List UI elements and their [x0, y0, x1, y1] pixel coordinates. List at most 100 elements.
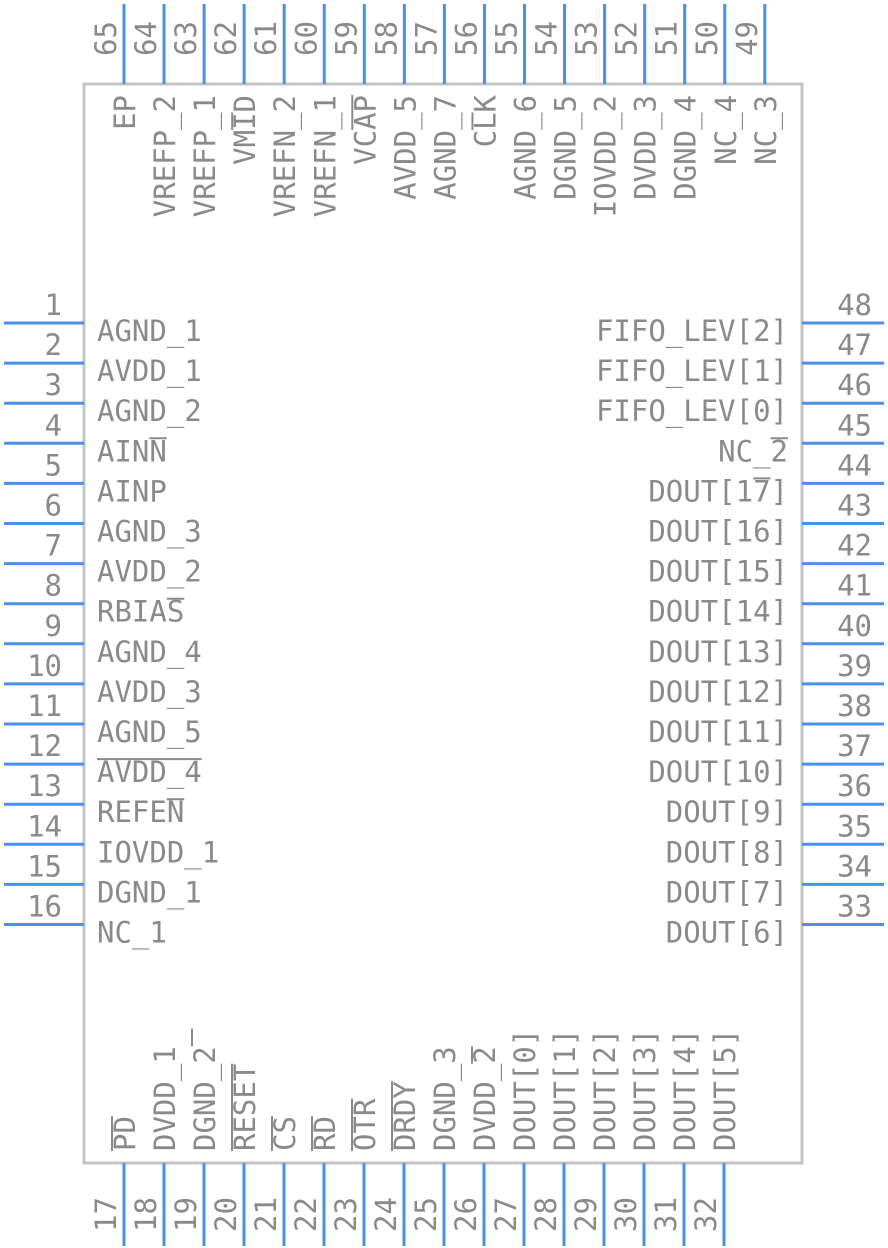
pin-number: 8 — [45, 569, 62, 603]
pin-number: 35 — [837, 809, 872, 843]
pin-label-dout-9: DOUT[9] — [666, 795, 788, 829]
pin-label-fifo-lev-0: FIFO_LEV[0] — [596, 394, 788, 429]
pin-number: 43 — [837, 489, 872, 523]
pin-label-vcap: VCAP — [348, 95, 382, 165]
pin-number: 60 — [289, 21, 323, 56]
pin-label-vrefp-2: VREFP_2 — [148, 95, 183, 217]
pin-label-fifo-lev-1: FIFO_LEV[1] — [596, 354, 788, 389]
pin-label-rd: RD — [308, 1116, 342, 1151]
ic-body — [82, 82, 804, 1165]
pin-number: 56 — [449, 21, 483, 56]
pin-number: 24 — [369, 1197, 403, 1232]
pin-number: 13 — [27, 769, 62, 803]
pin-number: 47 — [837, 328, 872, 362]
pin-label-dgnd-3: DGND_3 — [428, 1046, 463, 1151]
pin-label-dvdd-3: DVDD_3 — [629, 95, 664, 200]
pin-label-avdd-5: AVDD_5 — [388, 95, 423, 200]
pin-label-nc-4: NC_4 — [709, 95, 744, 165]
pin-label-dout-1: DOUT[1] — [548, 1029, 582, 1151]
pin-number: 5 — [45, 448, 62, 482]
pin-label-dvdd-1: DVDD_1 — [148, 1046, 183, 1151]
pin-number: 14 — [27, 809, 62, 843]
pin-label-agnd-5: AGND_5 — [97, 715, 202, 750]
pin-label-nc-1: NC_1 — [97, 916, 167, 951]
pin-label-agnd-7: AGND_7 — [428, 95, 463, 200]
pin-number: 11 — [27, 689, 62, 723]
pin-number: 2 — [45, 328, 62, 362]
pin-number: 31 — [649, 1197, 683, 1232]
pin-label-dvdd-2: DVDD_2 — [468, 1046, 503, 1151]
pin-label-dout-2: DOUT[2] — [588, 1029, 622, 1151]
pin-label-otr: OTR — [348, 1098, 382, 1151]
pin-number: 32 — [689, 1197, 723, 1232]
pin-number: 25 — [409, 1197, 443, 1232]
pin-number: 16 — [27, 890, 62, 924]
pin-label-vrefp-1: VREFP_1 — [188, 95, 223, 217]
pin-label-nc-2: NC_2 — [718, 434, 788, 469]
pin-number: 34 — [837, 849, 872, 883]
pin-label-dgnd-4: DGND_4 — [669, 95, 704, 200]
pin-label-dout-15: DOUT[15] — [648, 555, 788, 589]
pin-label-dgnd-2: DGND_2 — [188, 1046, 223, 1151]
pin-label-dout-5: DOUT[5] — [708, 1029, 742, 1151]
pin-label-dout-0: DOUT[0] — [508, 1029, 542, 1151]
pin-number: 33 — [837, 890, 872, 924]
pins-group: 1AGND_12AVDD_13AGND_24AINN5AINP6AGND_37A… — [4, 4, 884, 1246]
pin-label-dgnd-1: DGND_1 — [97, 875, 202, 910]
pin-label-dout-10: DOUT[10] — [648, 755, 788, 789]
pin-number: 57 — [409, 21, 443, 56]
pin-label-pd: PD — [108, 1116, 142, 1151]
pin-label-dout-17: DOUT[17] — [648, 474, 788, 508]
pin-label-agnd-2: AGND_2 — [97, 394, 202, 429]
pin-number: 3 — [45, 368, 62, 402]
pin-label-reset: RESET — [228, 1064, 262, 1151]
pin-number: 6 — [45, 489, 62, 523]
pin-number: 41 — [837, 569, 872, 603]
pin-number: 64 — [129, 21, 163, 56]
pin-label-ainn: AINN — [97, 434, 167, 468]
pin-label-agnd-6: AGND_6 — [509, 95, 544, 200]
pin-label-ep: EP — [108, 95, 142, 130]
pin-label-dout-3: DOUT[3] — [628, 1029, 662, 1151]
pin-number: 65 — [89, 21, 123, 56]
pin-label-dgnd-5: DGND_5 — [549, 95, 584, 200]
pin-number: 15 — [27, 849, 62, 883]
pin-number: 37 — [837, 729, 872, 763]
pin-number: 44 — [837, 448, 872, 482]
pin-label-iovdd-2: IOVDD_2 — [589, 95, 624, 217]
pin-number: 10 — [27, 649, 62, 683]
pin-number: 49 — [730, 21, 764, 56]
pin-label-dout-16: DOUT[16] — [648, 515, 788, 549]
pin-label-dout-14: DOUT[14] — [648, 595, 788, 629]
pin-label-dout-6: DOUT[6] — [666, 916, 788, 950]
pin-label-drdy: DRDY — [388, 1081, 422, 1151]
pin-number: 59 — [329, 21, 363, 56]
pin-number: 1 — [45, 288, 62, 322]
pin-label-avdd-4: AVDD_4 — [97, 755, 202, 790]
pin-number: 26 — [449, 1197, 483, 1232]
pin-label-agnd-4: AGND_4 — [97, 635, 202, 670]
pin-label-avdd-2: AVDD_2 — [97, 555, 202, 590]
pin-label-agnd-3: AGND_3 — [97, 515, 202, 550]
pin-label-agnd-1: AGND_1 — [97, 314, 202, 349]
pin-number: 36 — [837, 769, 872, 803]
pin-number: 40 — [837, 609, 872, 643]
pin-number: 62 — [209, 21, 243, 56]
pin-label-nc-3: NC_3 — [749, 95, 784, 165]
pin-number: 54 — [530, 21, 564, 56]
pin-number: 12 — [27, 729, 62, 763]
pin-label-dout-4: DOUT[4] — [668, 1029, 702, 1151]
pin-label-rbias: RBIAS — [97, 595, 184, 629]
pin-number: 21 — [249, 1197, 283, 1232]
pin-number: 42 — [837, 529, 872, 563]
pin-number: 51 — [650, 21, 684, 56]
pin-label-clk: CLK — [468, 94, 502, 147]
pin-label-refen: REFEN — [97, 795, 184, 829]
pin-number: 58 — [369, 21, 403, 56]
pin-number: 45 — [837, 408, 872, 442]
pin-label-vmid: VMID — [228, 95, 262, 165]
pin-number: 9 — [45, 609, 62, 643]
pin-number: 18 — [129, 1197, 163, 1232]
pin-label-dout-13: DOUT[13] — [648, 635, 788, 669]
